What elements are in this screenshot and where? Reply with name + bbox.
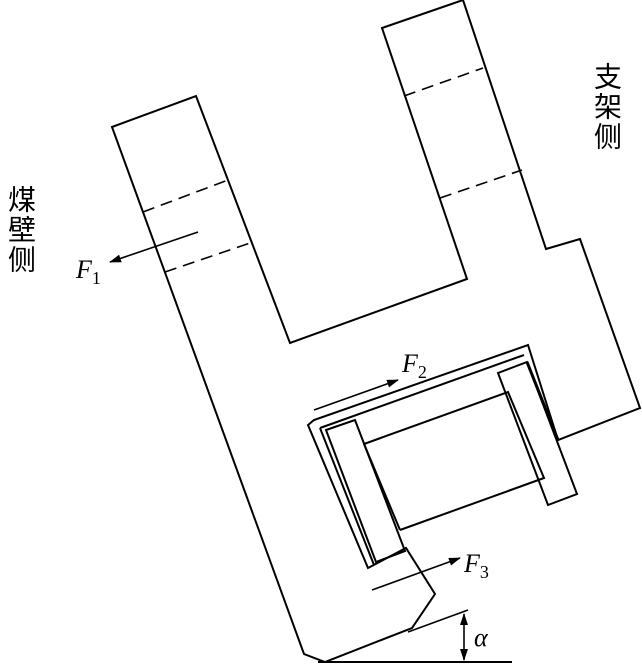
- angle-alpha-label: α: [474, 623, 489, 652]
- cavity-inner-line: [319, 354, 525, 429]
- force-f2-arrow: [313, 379, 399, 411]
- main-body-outline: [110, 0, 642, 664]
- cylinder-left-cap: [324, 418, 407, 564]
- force-f1-arrow: [109, 231, 199, 263]
- cylinder-body-inner: [371, 462, 401, 531]
- cylinder-right-cap-edge: [525, 361, 560, 441]
- cavity-inner-side: [319, 427, 375, 566]
- force-f1-label: F1: [75, 255, 101, 288]
- angle-reference-line: [407, 609, 469, 633]
- cylinder-body-top-inner: [363, 443, 373, 464]
- left-arm-dashed-line-1: [142, 179, 229, 213]
- left-arm-dashed-line-2: [164, 242, 251, 273]
- cylinder-right-cap: [496, 360, 579, 507]
- right-arm-dashed-line-2: [439, 169, 523, 199]
- cylinder-body: [363, 390, 546, 531]
- right-arm-dashed-line-1: [403, 67, 484, 97]
- force-f3-label: F3: [463, 549, 489, 582]
- force-f2-label: F2: [401, 349, 427, 382]
- force-f3-arrow: [371, 557, 461, 591]
- support-side-label: 支架侧: [590, 62, 623, 152]
- coal-wall-side-label: 煤壁侧: [4, 185, 37, 275]
